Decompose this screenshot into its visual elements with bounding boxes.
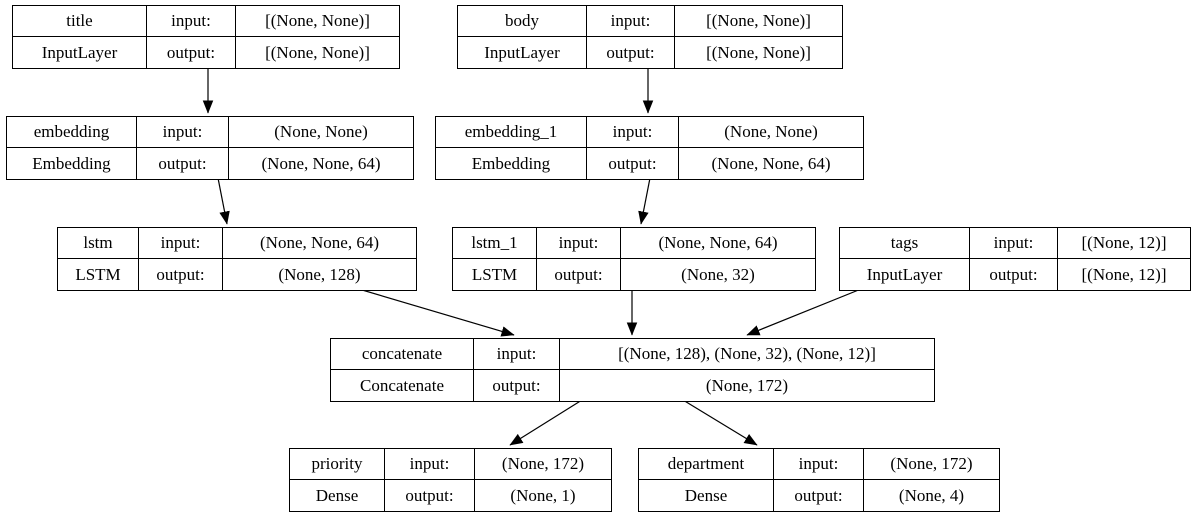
- output-label: output:: [137, 148, 229, 179]
- output-label: output:: [970, 259, 1058, 290]
- output-label: output:: [537, 259, 621, 290]
- input-label: input:: [139, 228, 223, 259]
- node-tags: tags input: [(None, 12)] InputLayer outp…: [839, 227, 1191, 291]
- layer-name: body: [458, 6, 587, 37]
- input-shape: (None, None, 64): [621, 228, 815, 259]
- layer-class: Embedding: [436, 148, 587, 179]
- output-shape: (None, 32): [681, 264, 755, 284]
- output-shape: (None, 172): [705, 375, 789, 395]
- output-shape: [(None, None)]: [706, 42, 811, 62]
- layer-name: tags: [840, 228, 970, 259]
- output-label: output:: [385, 480, 475, 511]
- output-shape: (None, None, 64): [261, 153, 381, 173]
- input-label: input:: [587, 6, 675, 37]
- output-label: output:: [587, 148, 679, 179]
- input-label: input:: [587, 117, 679, 148]
- output-shape: (None, 4): [898, 485, 965, 505]
- layer-name: embedding: [7, 117, 137, 148]
- input-shape: [(None, 128), (None, 32), (None, 12)]: [560, 339, 934, 370]
- node-body: body input: [(None, None)] InputLayer ou…: [457, 5, 843, 69]
- edge-lstm-concatenate: [351, 286, 515, 337]
- output-label: output:: [774, 480, 864, 511]
- input-shape: (None, None): [679, 117, 863, 148]
- input-shape: [(None, None)]: [675, 6, 842, 37]
- output-label: output:: [139, 259, 223, 290]
- node-embedding_1: embedding_1 input: (None, None) Embeddin…: [435, 116, 864, 180]
- node-lstm: lstm input: (None, None, 64) LSTM output…: [57, 227, 417, 291]
- input-label: input:: [970, 228, 1058, 259]
- input-shape: [(None, None)]: [236, 6, 399, 37]
- input-label: input:: [537, 228, 621, 259]
- edge-embedding-lstm: [217, 177, 230, 225]
- input-shape: (None, 172): [864, 449, 999, 480]
- layer-class: InputLayer: [458, 37, 587, 68]
- input-label: input:: [774, 449, 864, 480]
- input-shape: [(None, 12)]: [1058, 228, 1190, 259]
- edge-tags-concatenate: [746, 286, 867, 336]
- layer-name: title: [13, 6, 147, 37]
- node-priority: priority input: (None, 172) Dense output…: [289, 448, 612, 512]
- layer-name: concatenate: [331, 339, 474, 370]
- node-embedding: embedding input: (None, None) Embedding …: [6, 116, 414, 180]
- layer-class: InputLayer: [840, 259, 970, 290]
- node-department: department input: (None, 172) Dense outp…: [638, 448, 1000, 512]
- input-label: input:: [385, 449, 475, 480]
- layer-class: Dense: [639, 480, 774, 511]
- edge-embedding_1-lstm_1: [638, 177, 651, 225]
- layer-class: Concatenate: [331, 370, 474, 401]
- edge-concatenate-priority: [509, 399, 583, 446]
- layer-name: priority: [290, 449, 385, 480]
- output-label: output:: [147, 37, 236, 68]
- input-label: input:: [137, 117, 229, 148]
- output-shape: (None, None, 64): [711, 153, 831, 173]
- layer-class: LSTM: [453, 259, 537, 290]
- output-shape: (None, 128): [278, 264, 361, 284]
- node-concatenate: concatenate input: [(None, 128), (None, …: [330, 338, 935, 402]
- output-label: output:: [587, 37, 675, 68]
- input-label: input:: [474, 339, 560, 370]
- output-label: output:: [474, 370, 560, 401]
- node-lstm_1: lstm_1 input: (None, None, 64) LSTM outp…: [452, 227, 816, 291]
- input-shape: (None, None, 64): [223, 228, 416, 259]
- layer-class: Embedding: [7, 148, 137, 179]
- output-shape: [(None, None)]: [265, 42, 370, 62]
- layer-class: InputLayer: [13, 37, 147, 68]
- layer-name: department: [639, 449, 774, 480]
- output-shape: [(None, 12)]: [1081, 264, 1167, 284]
- input-shape: (None, 172): [475, 449, 611, 480]
- layer-class: Dense: [290, 480, 385, 511]
- input-shape: (None, None): [229, 117, 413, 148]
- node-title: title input: [(None, None)] InputLayer o…: [12, 5, 400, 69]
- layer-name: lstm_1: [453, 228, 537, 259]
- output-shape: (None, 1): [510, 485, 576, 505]
- input-label: input:: [147, 6, 236, 37]
- layer-name: embedding_1: [436, 117, 587, 148]
- layer-class: LSTM: [58, 259, 139, 290]
- edge-concatenate-department: [682, 399, 758, 446]
- layer-name: lstm: [58, 228, 139, 259]
